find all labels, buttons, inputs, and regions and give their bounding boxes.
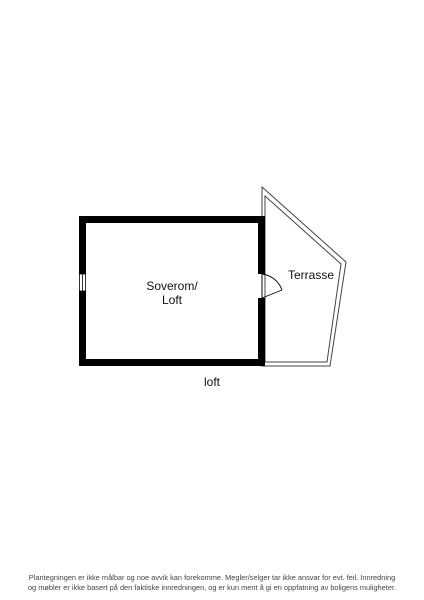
disclaimer-line: og møbler er ikke basert på den faktiske… bbox=[27, 583, 397, 592]
disclaimer-line: Plantegningen er ikke målbar og noe avvi… bbox=[28, 573, 396, 582]
room-label-line: Soverom/ bbox=[146, 279, 198, 293]
room-label-terrasse: Terrasse bbox=[278, 268, 344, 282]
room-label-line: Terrasse bbox=[287, 268, 334, 282]
room-label-soverom: Soverom/ Loft bbox=[132, 279, 212, 307]
terrace-door bbox=[261, 273, 283, 299]
disclaimer-text: Plantegningen er ikke målbar og noe avvi… bbox=[8, 573, 416, 593]
bedroom-walls bbox=[79, 216, 265, 366]
floor-label: loft bbox=[203, 375, 220, 389]
room-label-line: Loft bbox=[161, 293, 182, 307]
window bbox=[79, 273, 86, 292]
